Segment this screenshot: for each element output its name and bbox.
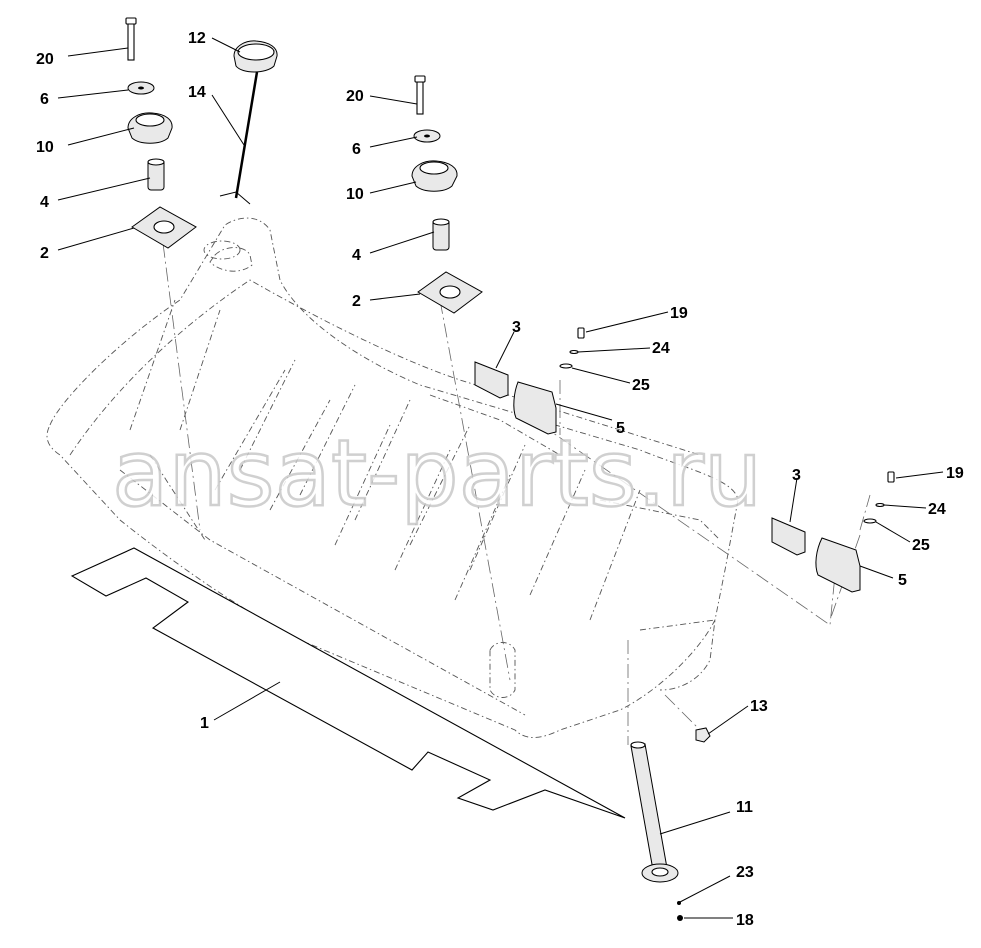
watermark-text: ansat-parts.ru xyxy=(112,420,762,527)
screw-lower xyxy=(887,471,895,483)
callout-2-left: 2 xyxy=(40,245,49,262)
callout-5-upper: 5 xyxy=(616,420,625,437)
callout-1: 1 xyxy=(200,715,209,732)
callout-24-lower: 24 xyxy=(928,501,946,518)
callout-5-lower: 5 xyxy=(898,572,907,589)
callout-10-center: 10 xyxy=(346,186,364,203)
callout-4-left: 4 xyxy=(40,194,49,211)
clip-upper xyxy=(474,361,509,399)
callout-11: 11 xyxy=(736,799,753,816)
right-lower-bracket-group xyxy=(771,471,895,593)
callout-3-lower: 3 xyxy=(792,467,801,484)
right-upper-bracket-group xyxy=(474,327,585,435)
left-mount-hardware xyxy=(125,17,197,249)
filler-cap-and-sender xyxy=(219,40,278,205)
callout-20-left: 20 xyxy=(36,51,54,68)
callout-6-left: 6 xyxy=(40,91,49,108)
callout-18: 18 xyxy=(736,912,754,929)
center-mount-hardware xyxy=(411,75,483,314)
assembly-axis-lines xyxy=(159,219,871,745)
outlet-pipe xyxy=(630,741,683,921)
callout-6-center: 6 xyxy=(352,141,361,158)
tank-base-plate xyxy=(70,547,626,819)
callout-labels: 20 6 10 4 2 12 14 20 6 10 4 2 3 19 24 25… xyxy=(36,30,964,929)
bolt-left xyxy=(127,21,135,61)
callout-13: 13 xyxy=(750,698,768,715)
callout-25-upper: 25 xyxy=(632,377,650,394)
callout-14: 14 xyxy=(188,84,206,101)
callout-10-left: 10 xyxy=(36,139,54,156)
callout-3-upper: 3 xyxy=(512,319,521,336)
bolt-center xyxy=(416,81,424,115)
bracket-upper xyxy=(513,381,557,435)
callout-24-upper: 24 xyxy=(652,340,670,357)
fuel-tank-outline xyxy=(46,217,739,738)
callout-25-lower: 25 xyxy=(912,537,930,554)
callout-19-lower: 19 xyxy=(946,465,964,482)
bracket-lower xyxy=(815,537,861,593)
leader-lines xyxy=(57,37,944,919)
callout-4-center: 4 xyxy=(352,247,361,264)
callout-19-upper: 19 xyxy=(670,305,688,322)
clip-lower xyxy=(771,517,806,556)
sender-rod xyxy=(234,71,259,199)
drain-nut xyxy=(695,727,711,743)
callout-12: 12 xyxy=(188,30,206,47)
callout-23: 23 xyxy=(736,864,754,881)
callout-20-center: 20 xyxy=(346,88,364,105)
callout-2-center: 2 xyxy=(352,293,361,310)
screw-upper xyxy=(577,327,585,339)
